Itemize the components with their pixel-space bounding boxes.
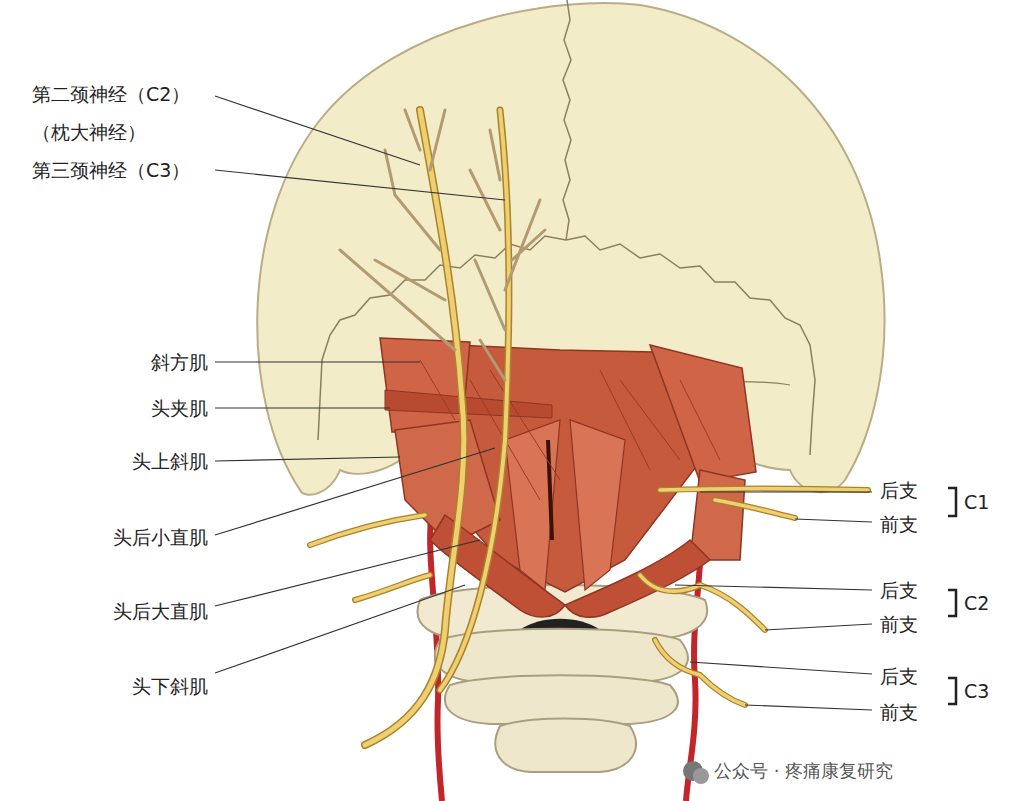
watermark-icon [683,761,709,784]
cervical-vertebra [495,719,635,773]
branch-label: 前支 [880,700,918,724]
nerves [310,110,868,745]
sagittal-suture [563,0,571,240]
branch-label: 后支 [880,478,918,502]
muscle-label: 头后大直肌 [113,599,208,623]
branch-label: 前支 [880,512,918,536]
branch-label: 后支 [880,578,918,602]
leader-lines [215,96,872,710]
branch-label: 前支 [880,612,918,636]
muscles [380,338,756,617]
watermark: 公众号 · 疼痛康复研究 [714,759,893,783]
axis-vertebra [435,629,688,682]
brackets [948,488,956,704]
muscle-label: 头上斜肌 [132,449,208,473]
muscle-label: 斜方肌 [151,350,208,374]
muscle-label: 头下斜肌 [132,674,208,698]
muscle-label: 头夹肌 [151,396,208,420]
muscle-label: 头后小直肌 [113,525,208,549]
level-label: C2 [964,591,989,615]
branch-label: 后支 [880,664,918,688]
level-label: C3 [964,679,989,703]
nerve-label: 第三颈神经（C3） [32,158,190,182]
level-label: C1 [964,490,989,514]
nerve-label: 第二颈神经（C2） （枕大神经） [32,75,232,151]
cervical-vertebra [445,675,678,724]
